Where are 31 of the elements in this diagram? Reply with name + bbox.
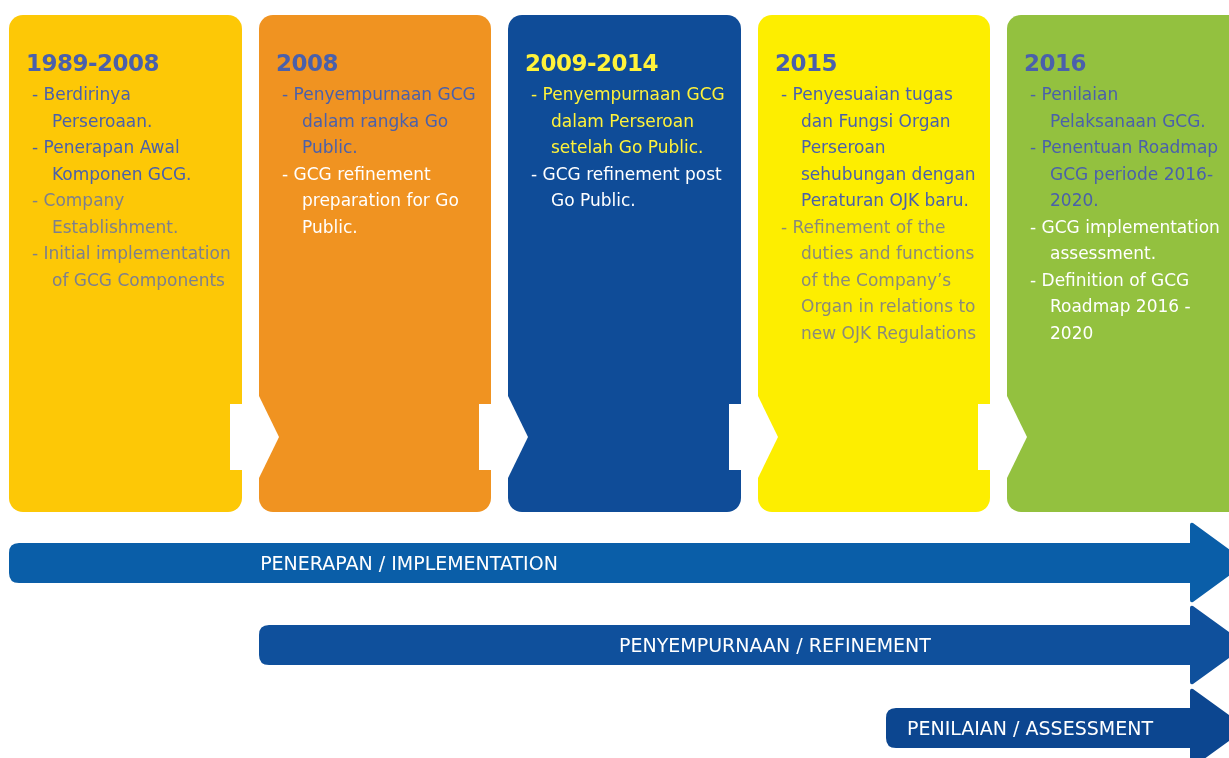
year-heading: 2009-2014 — [525, 49, 659, 77]
bullet-item: - Initial implementation of GCG Components — [32, 242, 232, 292]
bullet-item: - Berdirinya Perseroaan. — [32, 83, 154, 133]
timeline-panel — [9, 15, 242, 512]
bullet-item: - Penyesuaian tugas dan Fungsi Organ Perseroan sehubungan dengan Peraturan OJK baru. — [781, 83, 977, 212]
band-label: PENILAIAN / ASSESSMENT — [906, 716, 1154, 740]
year-heading: 2015 — [775, 49, 837, 77]
bullet-item: - Definition of GCG Roadmap 2016 - 2020 — [1030, 268, 1192, 345]
bullet-item: - Refinement of the duties and functions of the Company’s Organ in relations to new OJK Regulations — [781, 215, 978, 345]
bullet-item: - Penentuan Roadmap GCG periode 2016-2020. — [1030, 136, 1220, 212]
chevron-arrow — [479, 396, 528, 478]
year-heading: 1989-2008 — [26, 49, 160, 77]
bullet-item: - GCG refinement preparation for Go Public. — [282, 162, 460, 239]
timeline-panel — [1007, 15, 1229, 512]
bullet-item: - Company Establishment. — [32, 189, 180, 239]
bullet-item: - Penyempurnaan GCG dalam rangka Go Public. — [282, 83, 477, 159]
timeline-panel — [259, 15, 491, 512]
bullet-item: - Penyempurnaan GCG dalam Perseroan setelah Go Public. — [531, 83, 726, 159]
chevron-arrow — [230, 396, 279, 478]
timeline-panel — [758, 15, 990, 512]
band-label: PENERAPAN / IMPLEMENTATION — [260, 551, 558, 575]
bullet-item: - GCG implementation assessment. — [1030, 215, 1221, 265]
year-heading: 2008 — [276, 49, 338, 77]
bullet-item: - Penilaian Pelaksanaan GCG. — [1030, 83, 1207, 133]
bullet-item: - Penerapan Awal Komponen GCG. — [32, 136, 193, 186]
chevron-arrow — [729, 396, 778, 478]
year-heading: 2016 — [1024, 49, 1086, 77]
chevron-arrow — [978, 396, 1027, 478]
band-label: PENYEMPURNAAN / REFINEMENT — [619, 633, 931, 657]
timeline-panel — [508, 15, 741, 512]
bullet-item: - GCG refinement post Go Public. — [531, 162, 723, 212]
